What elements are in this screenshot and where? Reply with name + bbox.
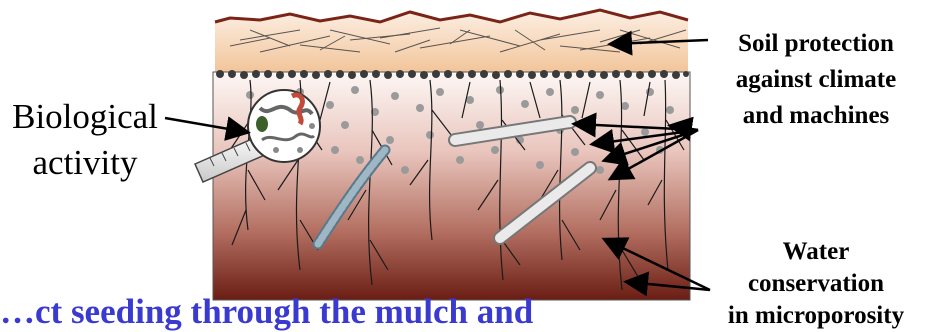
- biological-activity-line-1: Biological: [0, 94, 170, 140]
- water-conservation-line-2: conservation: [700, 268, 932, 300]
- biological-activity-line-2: activity: [0, 140, 170, 186]
- soil-protection-label: Soil protection against climate and mach…: [700, 26, 932, 134]
- soil-protection-line-2: against climate: [700, 62, 932, 98]
- cutoff-caption: …ct seeding through the mulch and: [0, 292, 533, 332]
- water-conservation-line-1: Water: [700, 236, 932, 268]
- soil-protection-line-1: Soil protection: [700, 26, 932, 62]
- mulch-layer: [215, 10, 688, 72]
- biological-activity-label: Biological activity: [0, 94, 170, 186]
- water-conservation-label: Water conservation in microporosity: [700, 236, 932, 332]
- water-conservation-line-3: in microporosity: [700, 300, 932, 332]
- soil-protection-line-3: and machines: [700, 98, 932, 134]
